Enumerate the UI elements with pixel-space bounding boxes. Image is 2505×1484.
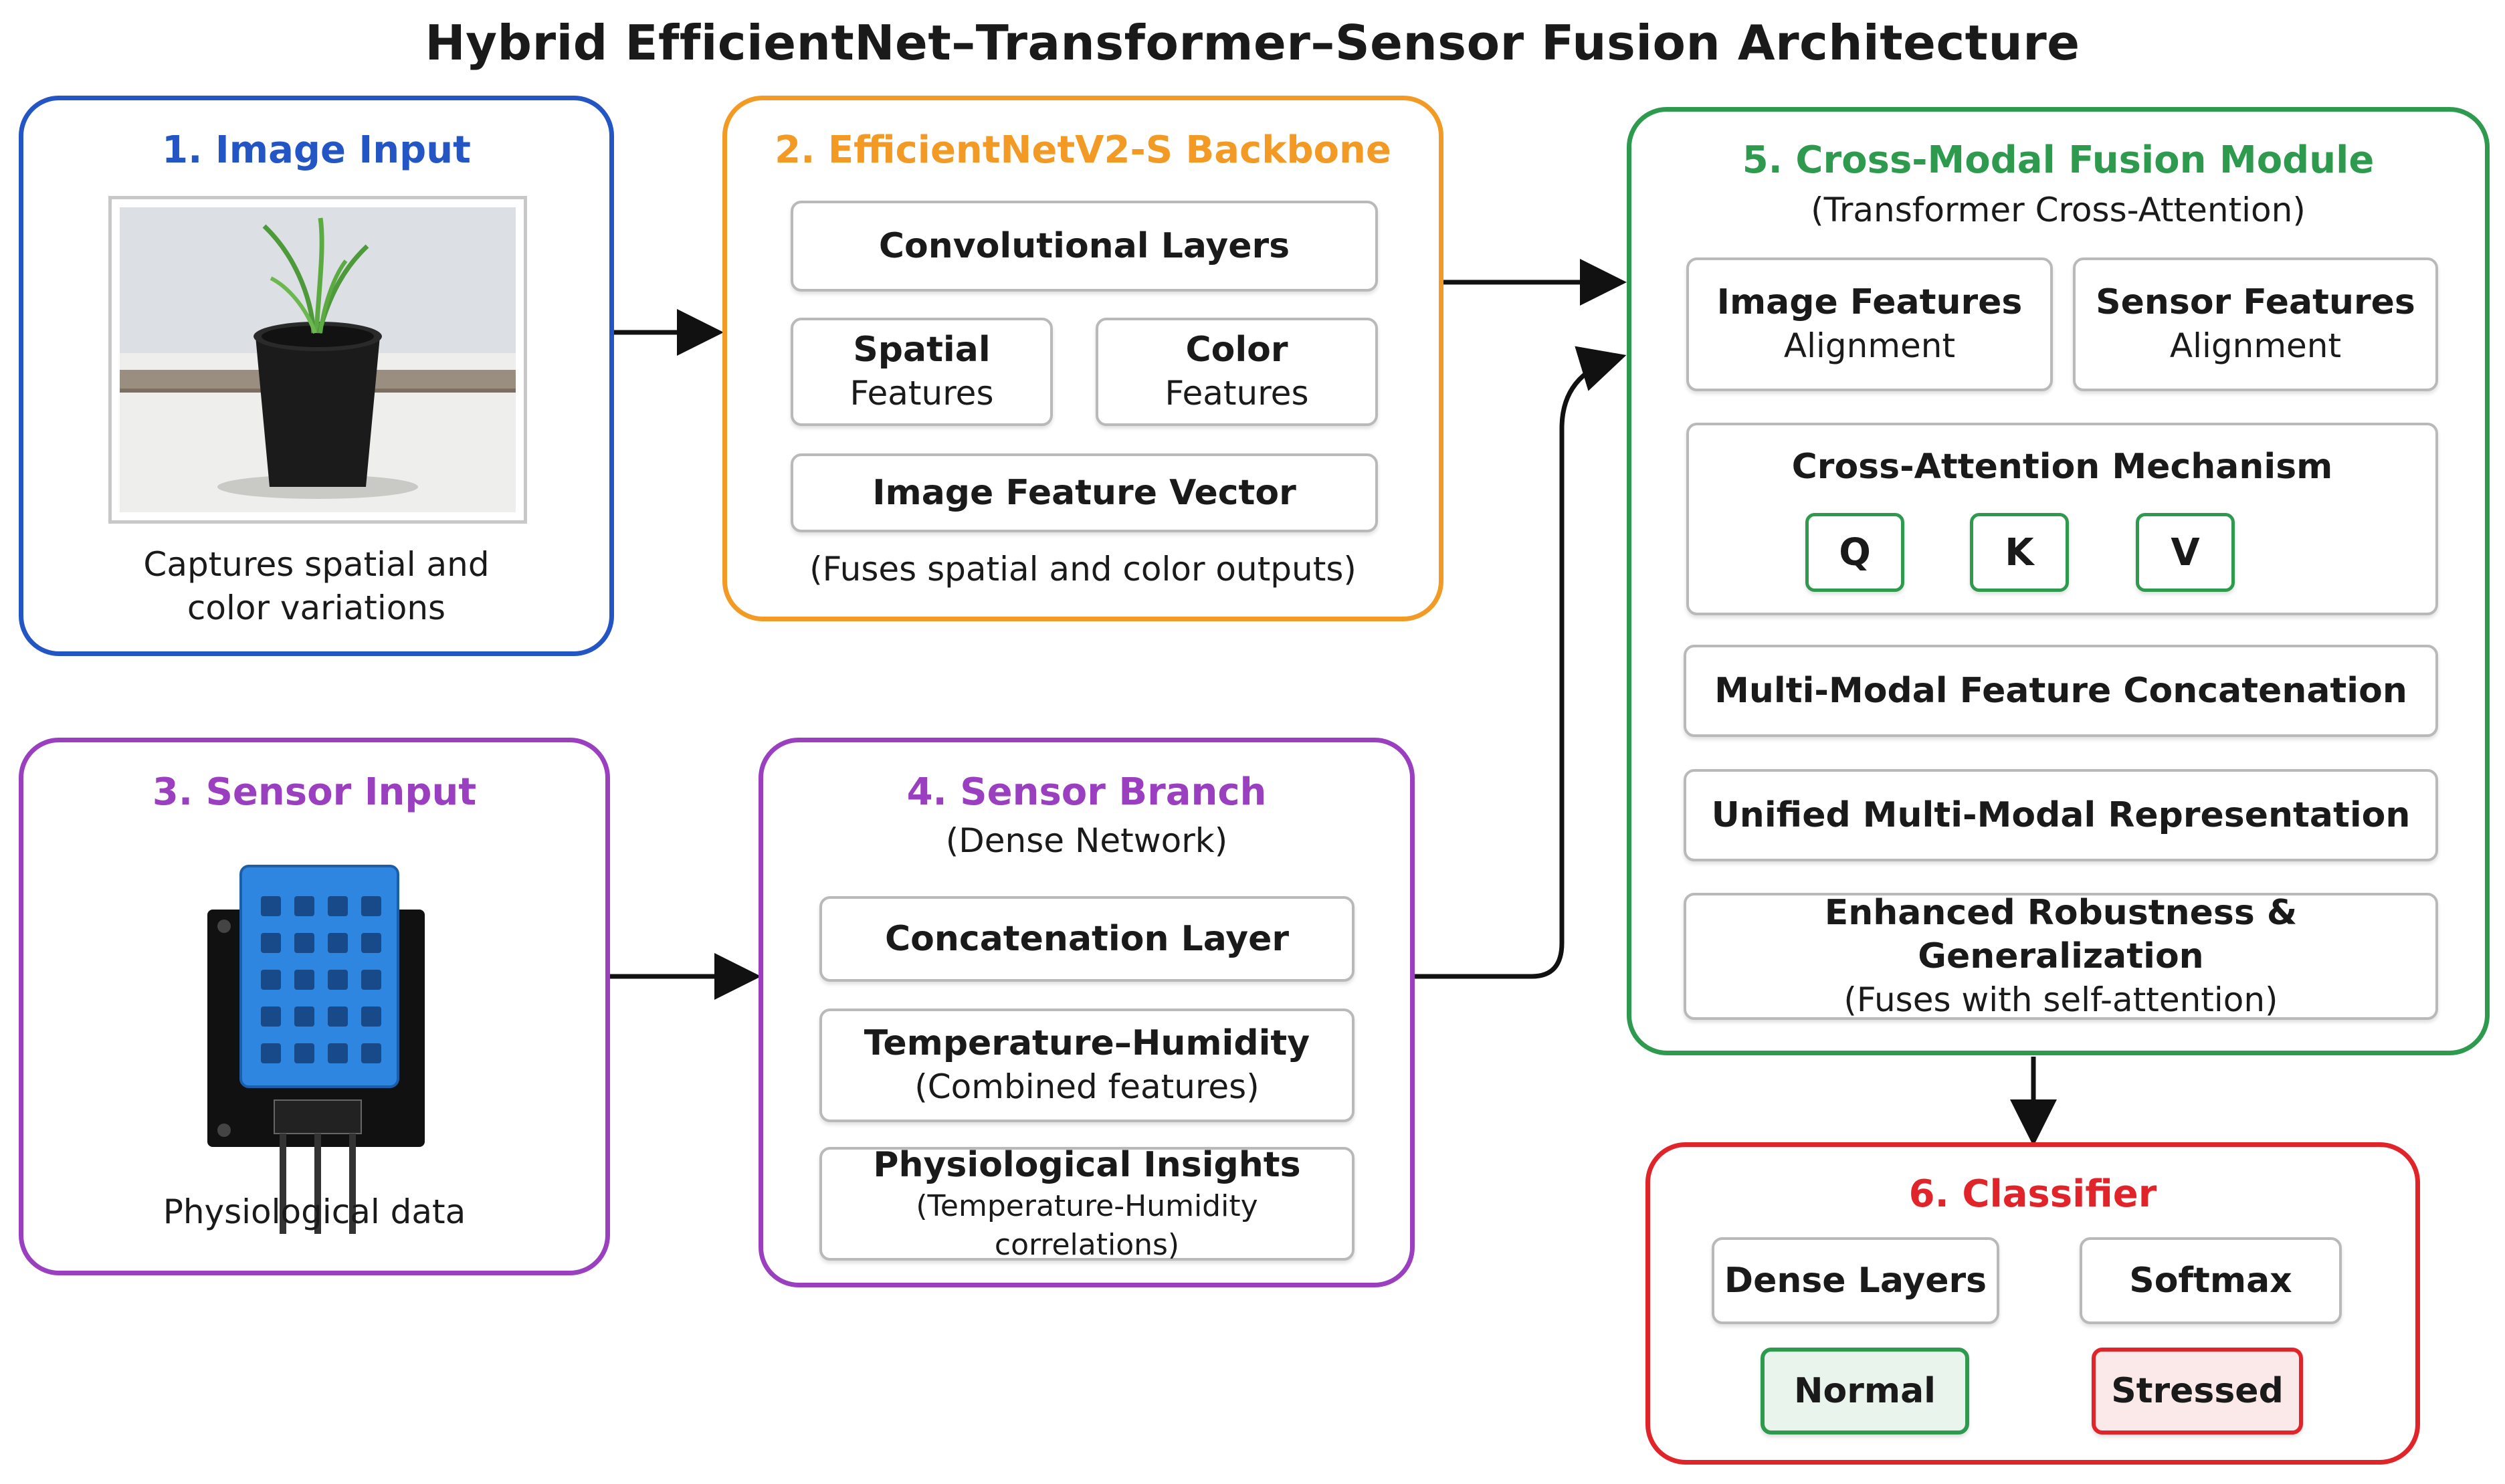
image-input-caption: Captures spatial and color variations	[23, 543, 609, 630]
image-input-caption-line1: Captures spatial and	[143, 545, 490, 584]
stressed-output-label: Stressed	[2111, 1370, 2284, 1411]
robustness-title: Enhanced Robustness & Generalization	[1824, 892, 2298, 976]
spatial-features-box: Spatial Features	[791, 318, 1053, 426]
sensor-input-panel: 3. Sensor Input Ph	[19, 738, 610, 1275]
unified-representation-box: Unified Multi-Modal Representation	[1684, 769, 2438, 861]
temperature-humidity-title: Temperature–Humidity	[864, 1023, 1310, 1063]
unified-representation-label: Unified Multi-Modal Representation	[1711, 794, 2411, 835]
physiological-insights-sub: (Temperature-Humidity correlations)	[916, 1189, 1258, 1262]
dense-layers-label: Dense Layers	[1724, 1260, 1987, 1301]
value-v-box: V	[2136, 513, 2235, 592]
concatenation-layer-label: Concatenation Layer	[884, 918, 1290, 959]
backbone-note: (Fuses spatial and color outputs)	[809, 550, 1357, 589]
color-features-box: Color Features	[1096, 318, 1378, 426]
conv-layers-label: Convolutional Layers	[878, 225, 1290, 266]
classifier-title: 6. Classifier	[1908, 1172, 2157, 1216]
physiological-insights-title: Physiological Insights	[873, 1145, 1301, 1186]
robustness-sub: (Fuses with self-attention)	[1843, 980, 2278, 1019]
normal-output-box: Normal	[1761, 1348, 1969, 1435]
temperature-humidity-box: Temperature–Humidity (Combined features)	[819, 1009, 1355, 1122]
backbone-title: 2. EfficientNetV2-S Backbone	[775, 128, 1391, 172]
dht11-sensor-icon	[201, 859, 435, 1234]
spatial-features-sub: Features	[849, 374, 994, 413]
softmax-box: Softmax	[2080, 1237, 2342, 1324]
fusion-title: 5. Cross-Modal Fusion Module	[1742, 138, 2375, 182]
image-features-alignment-box: Image Features Alignment	[1686, 257, 2053, 391]
color-features-sub: Features	[1165, 374, 1309, 413]
backbone-panel: 2. EfficientNetV2-S Backbone Convolution…	[722, 96, 1443, 621]
dense-layers-box: Dense Layers	[1712, 1237, 1999, 1324]
image-input-caption-line2: color variations	[187, 589, 446, 627]
fusion-subtitle: (Transformer Cross-Attention)	[1811, 191, 2306, 229]
image-features-alignment-sub: Alignment	[1783, 326, 1956, 365]
conv-layers-box: Convolutional Layers	[791, 201, 1378, 292]
cross-attention-label: Cross-Attention Mechanism	[1791, 447, 2333, 487]
sensor-input-caption: Physiological data	[163, 1192, 466, 1231]
multimodal-concatenation-box: Multi-Modal Feature Concatenation	[1684, 645, 2438, 737]
image-feature-vector-box: Image Feature Vector	[791, 453, 1378, 532]
softmax-label: Softmax	[2129, 1260, 2292, 1301]
image-features-alignment-title: Image Features	[1716, 282, 2023, 322]
stressed-output-box: Stressed	[2092, 1348, 2303, 1435]
classifier-panel: 6. Classifier Dense Layers Softmax Norma…	[1645, 1142, 2420, 1465]
sensor-branch-subtitle: (Dense Network)	[945, 821, 1228, 860]
image-input-panel: 1. Image Input Captures spatial and colo…	[19, 96, 614, 656]
normal-output-label: Normal	[1794, 1370, 1936, 1411]
fusion-panel: 5. Cross-Modal Fusion Module (Transforme…	[1627, 107, 2490, 1055]
temperature-humidity-sub: (Combined features)	[914, 1067, 1260, 1106]
concatenation-layer-box: Concatenation Layer	[819, 896, 1355, 982]
diagram-title: Hybrid EfficientNet–Transformer–Sensor F…	[425, 15, 2080, 71]
image-input-title: 1. Image Input	[162, 128, 471, 172]
plant-photo-icon	[108, 196, 527, 524]
sensor-features-alignment-box: Sensor Features Alignment	[2073, 257, 2438, 391]
query-q-box: Q	[1805, 513, 1904, 592]
arrow-branch-to-fusion	[1415, 346, 1627, 979]
spatial-features-title: Spatial	[853, 330, 991, 370]
sensor-features-alignment-title: Sensor Features	[2096, 282, 2415, 322]
key-k-box: K	[1970, 513, 2069, 592]
sensor-branch-panel: 4. Sensor Branch (Dense Network) Concate…	[759, 738, 1415, 1287]
sensor-input-title: 3. Sensor Input	[152, 770, 477, 814]
color-features-title: Color	[1185, 330, 1288, 370]
physiological-insights-box: Physiological Insights (Temperature-Humi…	[819, 1145, 1355, 1262]
robustness-box: Enhanced Robustness & Generalization (Fu…	[1684, 893, 2438, 1020]
sensor-features-alignment-sub: Alignment	[2169, 326, 2342, 365]
sensor-branch-title: 4. Sensor Branch	[906, 770, 1267, 814]
multimodal-concatenation-label: Multi-Modal Feature Concatenation	[1714, 670, 2407, 711]
image-feature-vector-label: Image Feature Vector	[872, 472, 1296, 513]
